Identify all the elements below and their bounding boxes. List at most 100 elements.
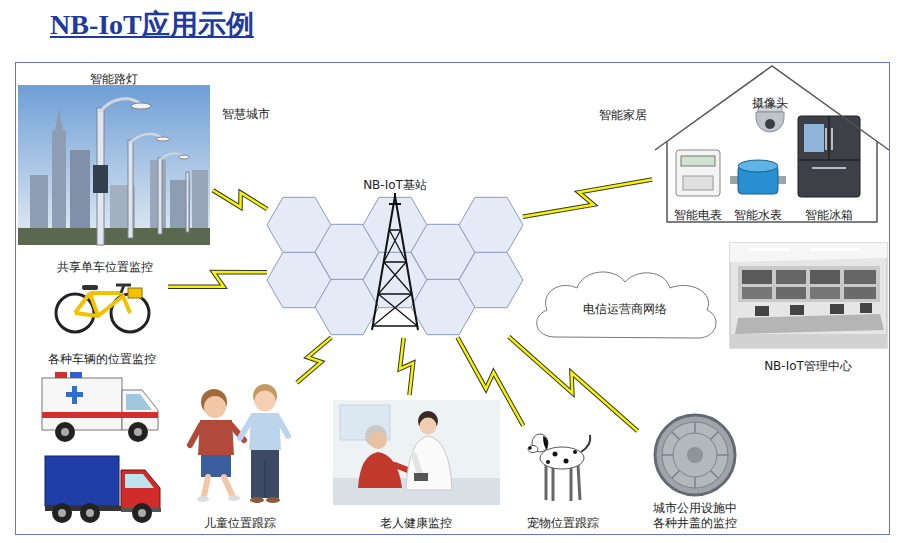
ambulance xyxy=(42,372,158,442)
cell xyxy=(459,252,523,307)
bolt-outline xyxy=(213,190,267,209)
tower-rungs xyxy=(373,230,418,326)
bolt-fill xyxy=(509,337,638,431)
caption-holder: 智能冰箱 xyxy=(805,204,853,223)
pants xyxy=(251,450,279,498)
sky xyxy=(18,85,210,245)
caption-holder: 智能电表 xyxy=(674,204,722,223)
node-caption: 智能水表 xyxy=(734,208,782,222)
free-label: 智慧城市 xyxy=(222,107,270,121)
bolt-fill xyxy=(168,272,267,287)
face xyxy=(204,396,226,418)
face xyxy=(369,431,387,449)
caption-holder: 智能水表 xyxy=(734,204,782,223)
shoe xyxy=(250,497,264,503)
lightning-connector xyxy=(168,272,267,287)
caption-holder: 宠物位置跟踪 xyxy=(527,512,599,531)
lamp-pole xyxy=(128,140,133,238)
fridge-handles xyxy=(812,128,846,168)
caption-holder: 共享单车位置监控 xyxy=(57,256,153,275)
siren xyxy=(70,372,82,378)
ambulance-stripe xyxy=(42,412,158,418)
cell xyxy=(459,197,523,252)
outer-frame xyxy=(16,63,890,535)
node-caption: NB-IoT基站 xyxy=(363,178,427,192)
ceiling-light xyxy=(810,248,860,251)
dog xyxy=(528,434,590,501)
building xyxy=(70,150,90,230)
carrier-cloud-node: 电信运营商网络 xyxy=(525,262,725,350)
management-center-node: NB-IoT管理中心 xyxy=(730,243,887,373)
shoe xyxy=(197,496,209,502)
bolt-fill xyxy=(297,337,331,382)
node-caption: 智能冰箱 xyxy=(805,208,853,222)
screen xyxy=(776,287,806,299)
bolt-outline xyxy=(168,272,267,287)
water-meter xyxy=(730,160,786,194)
fridge-body xyxy=(798,116,860,197)
wheel xyxy=(52,503,72,523)
hub xyxy=(61,428,69,436)
meter-display xyxy=(681,156,715,166)
vehicles-node: 各种车辆的位置监控 xyxy=(40,346,165,528)
node-caption: 智能家居 xyxy=(599,108,647,122)
screen xyxy=(810,270,840,284)
cover-ribs xyxy=(662,422,728,488)
electric-meter-node: 智能电表 xyxy=(671,148,725,218)
diagram-title: NB-IoT应用示例 xyxy=(50,8,254,42)
management-room xyxy=(730,243,887,348)
pants xyxy=(201,455,231,477)
hub xyxy=(58,509,66,517)
screen-wall xyxy=(738,266,880,302)
ceiling xyxy=(730,243,887,262)
node-caption: 宠物位置跟踪 xyxy=(527,516,599,530)
wheel xyxy=(128,422,148,442)
bike xyxy=(56,285,149,332)
cargo-box xyxy=(45,456,119,506)
shoe xyxy=(266,497,280,503)
saddle xyxy=(82,285,98,290)
truck-window xyxy=(125,474,154,488)
bike-frame xyxy=(75,293,130,316)
bolt-outline xyxy=(509,337,638,431)
caption-holder: 城市公用设施中 各种井盖的监控 xyxy=(649,501,741,531)
node-caption: 智能电表 xyxy=(674,208,722,222)
wheel xyxy=(55,422,75,442)
nurse-face xyxy=(420,418,437,435)
lamp-head xyxy=(156,137,170,141)
free-label-holder: 智慧城市 xyxy=(222,103,270,122)
caption-holder: 儿童位置跟踪 xyxy=(204,512,276,531)
camera-dome xyxy=(756,112,784,132)
caption-holder: 电信运营商网络 xyxy=(583,298,667,317)
meter-case xyxy=(676,150,720,196)
spot xyxy=(564,459,569,464)
device xyxy=(414,473,428,481)
ambulance-body xyxy=(42,378,122,430)
cover-rim xyxy=(655,415,735,495)
hub xyxy=(138,509,146,517)
cover-ring xyxy=(673,433,717,477)
bolt-fill xyxy=(458,337,524,425)
node-caption: 电信运营商网络 xyxy=(583,302,667,316)
screen xyxy=(844,270,876,284)
water-meter-node: 智能水表 xyxy=(730,148,786,218)
bolt-fill xyxy=(213,190,267,209)
nurse-arm xyxy=(414,455,420,474)
monitor xyxy=(790,305,804,315)
screen xyxy=(742,270,772,284)
tower xyxy=(372,193,418,330)
building xyxy=(192,170,208,230)
street-light-node: 智能路灯 xyxy=(18,66,210,246)
camera-lens xyxy=(765,119,775,129)
pipe xyxy=(778,176,786,184)
bolt-outline xyxy=(400,338,413,395)
floor xyxy=(730,334,887,348)
tower-braces xyxy=(373,230,418,326)
spot xyxy=(573,450,577,454)
legs xyxy=(204,477,232,496)
caption-holder: 智能路灯 xyxy=(90,68,138,87)
snout xyxy=(528,446,538,453)
arms xyxy=(190,425,244,445)
lightning-connector xyxy=(400,338,413,395)
